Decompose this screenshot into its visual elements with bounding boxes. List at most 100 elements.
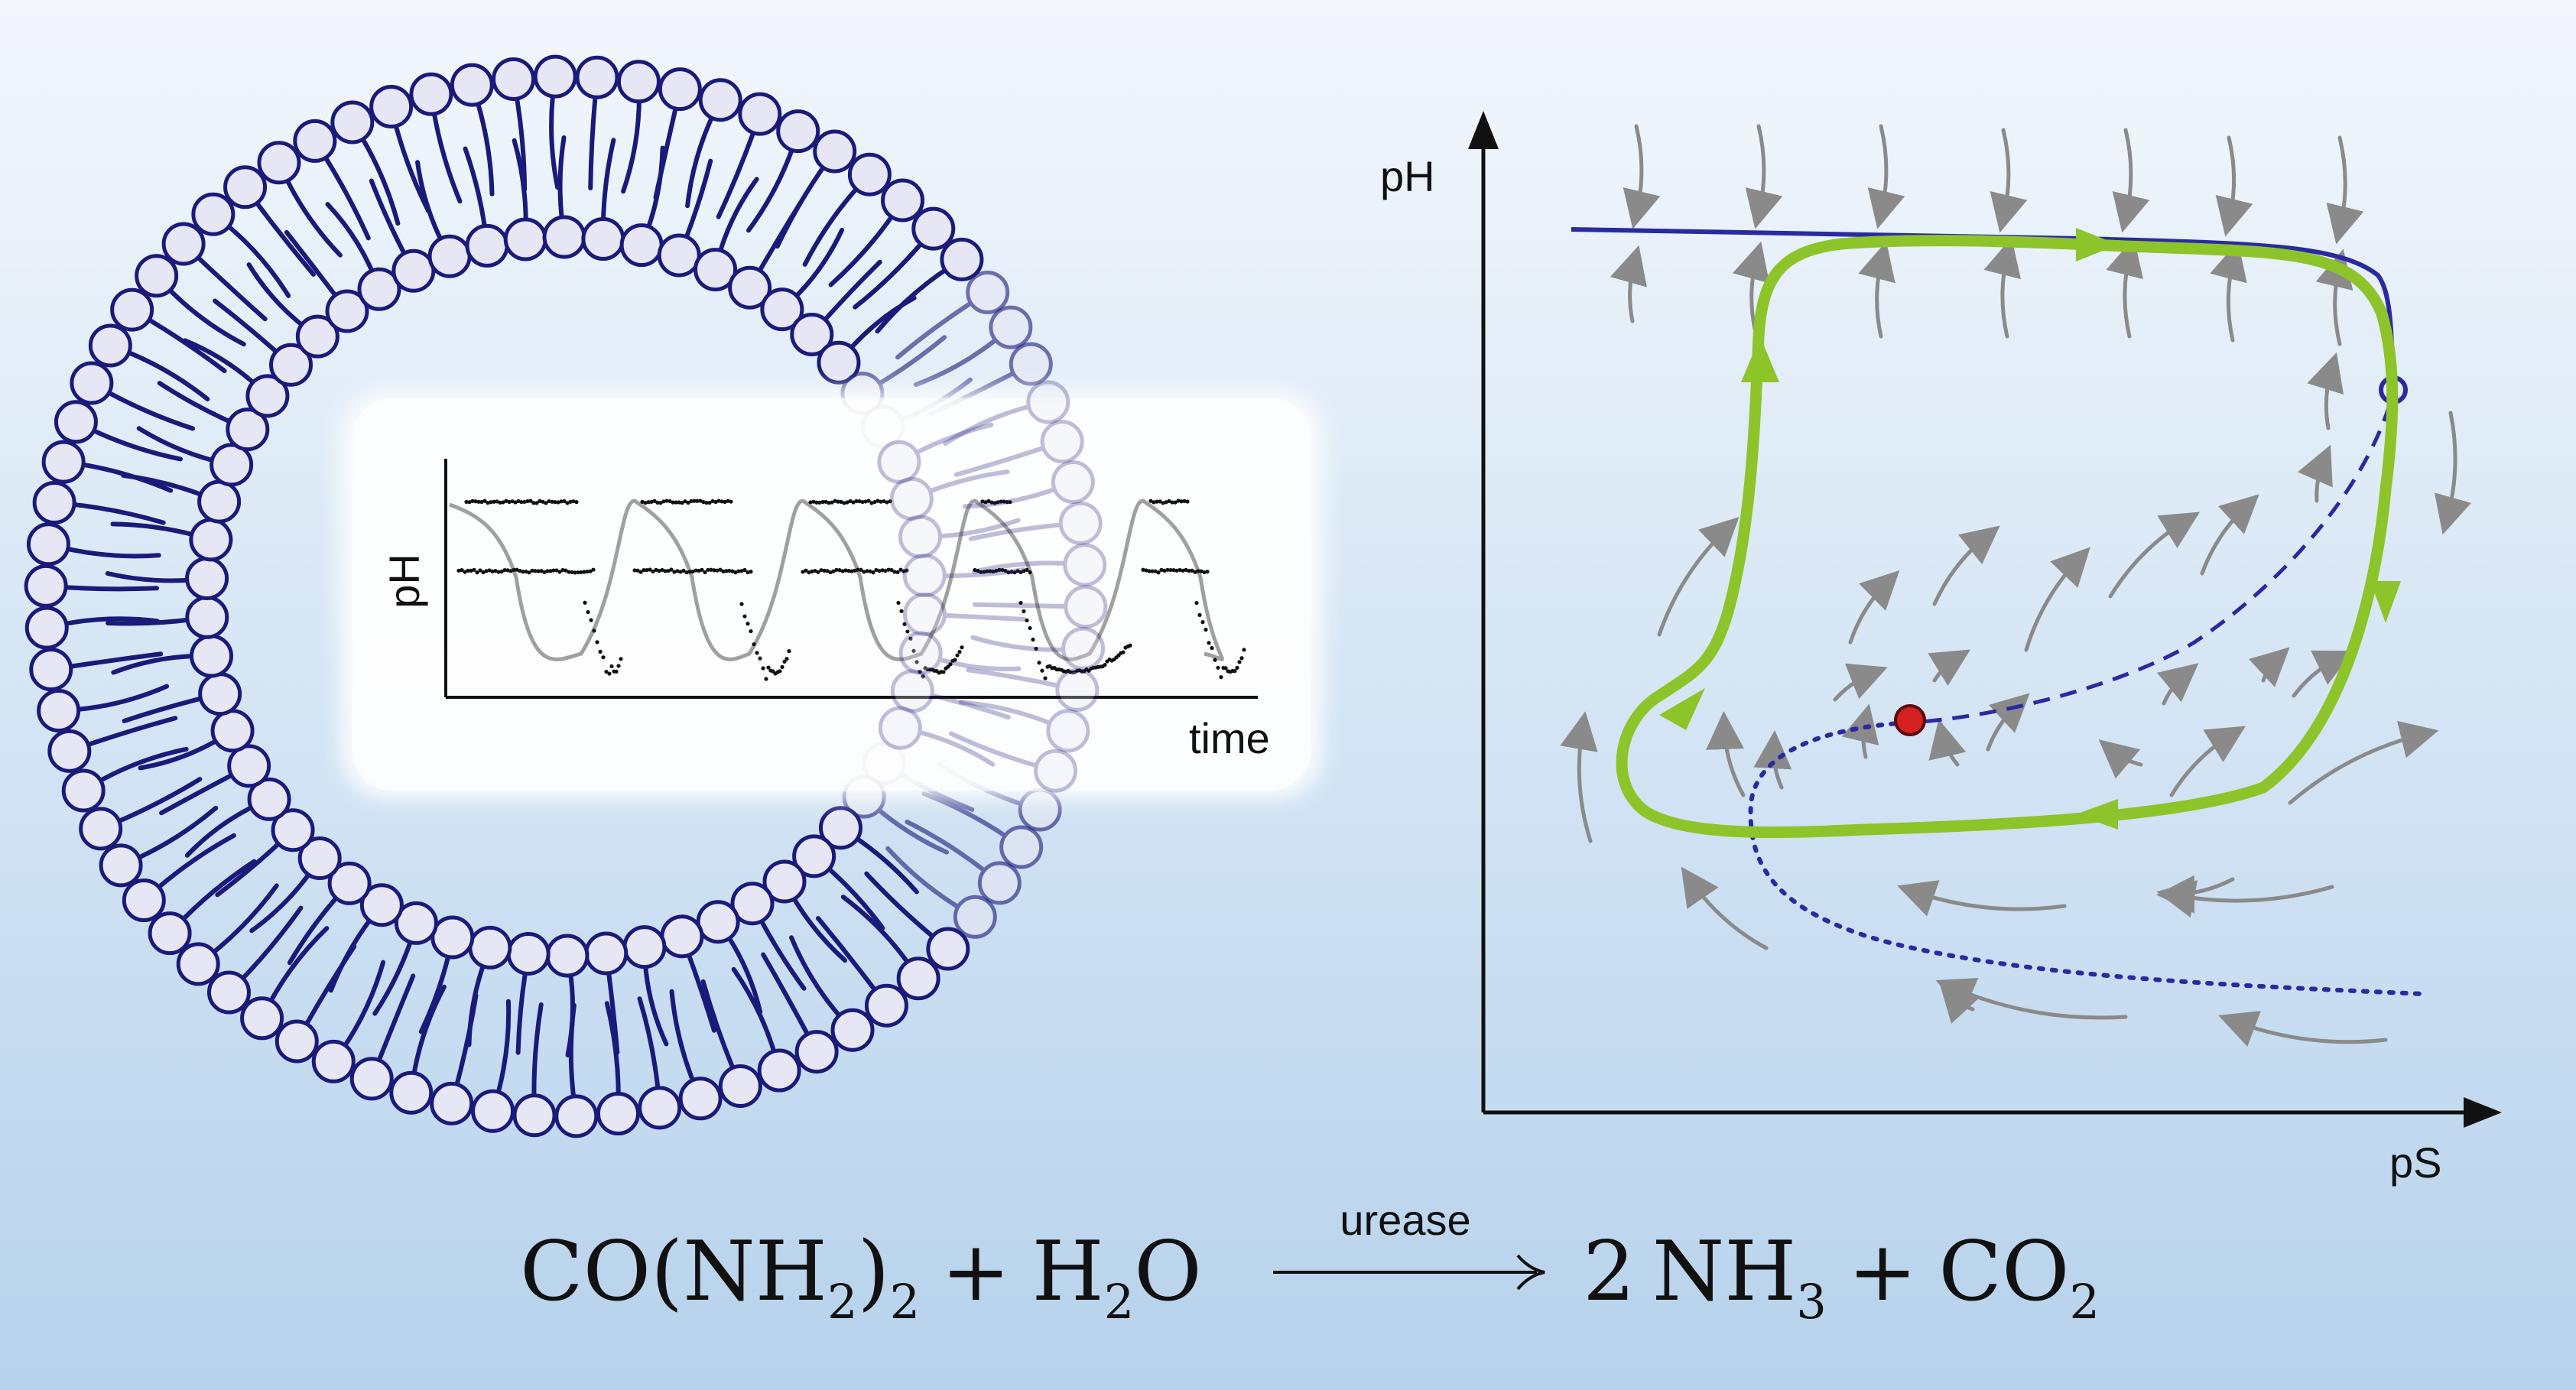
data-point (527, 570, 531, 575)
lipid (159, 744, 271, 816)
data-point (545, 569, 550, 573)
lipid-head (776, 109, 820, 154)
data-point (551, 568, 556, 573)
lipid-tail (953, 439, 1065, 477)
data-point (846, 569, 851, 573)
data-point (1193, 570, 1197, 574)
data-point (1165, 567, 1170, 572)
lipid (240, 926, 330, 1041)
flow-arrow (2106, 237, 2143, 339)
data-point (570, 570, 574, 575)
data-point (1194, 600, 1199, 606)
data-point (568, 499, 573, 504)
data-point (565, 501, 570, 505)
data-point (1178, 567, 1182, 573)
data-point (1152, 500, 1156, 505)
data-point (632, 568, 637, 573)
lipid-head (622, 925, 667, 969)
data-point (510, 499, 515, 504)
data-point (845, 500, 849, 505)
lipid (816, 916, 908, 1028)
data-point (674, 500, 678, 505)
lipid (700, 979, 762, 1109)
data-point (778, 669, 782, 674)
data-point (684, 570, 689, 575)
lipid-head (430, 915, 475, 960)
lipid (54, 400, 184, 462)
lipid (581, 138, 625, 261)
lipid-head (269, 343, 313, 387)
data-point (863, 499, 868, 504)
data-point (1173, 500, 1178, 505)
data-point (1216, 665, 1220, 670)
data-point (1018, 570, 1023, 575)
data-point (1210, 645, 1214, 651)
lipid-head (29, 648, 73, 692)
data-point (730, 569, 735, 573)
data-point (729, 499, 733, 504)
data-point (742, 614, 747, 619)
lipid-head (468, 925, 512, 969)
lipid-head (1061, 626, 1106, 671)
data-point (473, 499, 478, 504)
data-point (504, 499, 508, 503)
data-point (712, 568, 716, 573)
lipid-head (940, 237, 984, 281)
lipid (105, 557, 229, 601)
lipid (182, 338, 290, 418)
data-point (536, 569, 541, 573)
lipid-head (830, 1008, 875, 1052)
data-point (1022, 569, 1026, 573)
flow-arrow (1732, 241, 1770, 331)
lipid-head (694, 248, 738, 292)
data-point (749, 628, 753, 634)
data-point (742, 567, 747, 573)
data-point (957, 649, 962, 654)
data-point (991, 569, 996, 574)
data-point (948, 662, 953, 667)
data-point (583, 600, 587, 605)
stable-manifold-upper (1571, 227, 2396, 387)
data-point (487, 568, 492, 573)
lipid-head (698, 78, 742, 122)
lipid (890, 669, 1011, 720)
lipid (148, 859, 257, 956)
lipid (966, 667, 1100, 712)
data-point (564, 568, 568, 573)
lipid-head (327, 861, 372, 905)
data-point (862, 570, 866, 574)
lipid-head (409, 72, 453, 116)
lipid-head (953, 895, 997, 939)
data-point (486, 501, 490, 505)
data-point (703, 570, 707, 575)
lipid-head (325, 289, 369, 333)
data-point (689, 499, 694, 504)
data-point (541, 499, 545, 504)
lipid (206, 905, 304, 1015)
reactant-urea: CO(NH (520, 1224, 827, 1320)
data-point (501, 500, 505, 505)
data-point (651, 569, 655, 574)
lipid (369, 178, 436, 293)
data-point (467, 500, 472, 505)
reaction-arrow-head (1516, 1254, 1545, 1291)
lipid-head (545, 934, 590, 978)
data-point (996, 500, 1000, 505)
lipid (828, 178, 925, 287)
phase-y-label: pH (1380, 152, 1435, 200)
data-point (979, 570, 983, 574)
phase-x-label: pS (2389, 1138, 2442, 1187)
lipid-head (227, 744, 271, 788)
lipid-head (389, 1070, 434, 1115)
flow-arrow (1932, 525, 2000, 606)
data-point (592, 628, 596, 633)
data-point (1043, 676, 1048, 680)
data-point (989, 500, 994, 505)
data-point (851, 500, 856, 505)
data-point (1182, 499, 1187, 503)
lipid-head (881, 178, 925, 222)
lipid-head (369, 84, 414, 128)
lipid (953, 420, 1084, 477)
lipid-head (730, 882, 775, 926)
unstable-manifold-dashed (1907, 404, 2392, 725)
